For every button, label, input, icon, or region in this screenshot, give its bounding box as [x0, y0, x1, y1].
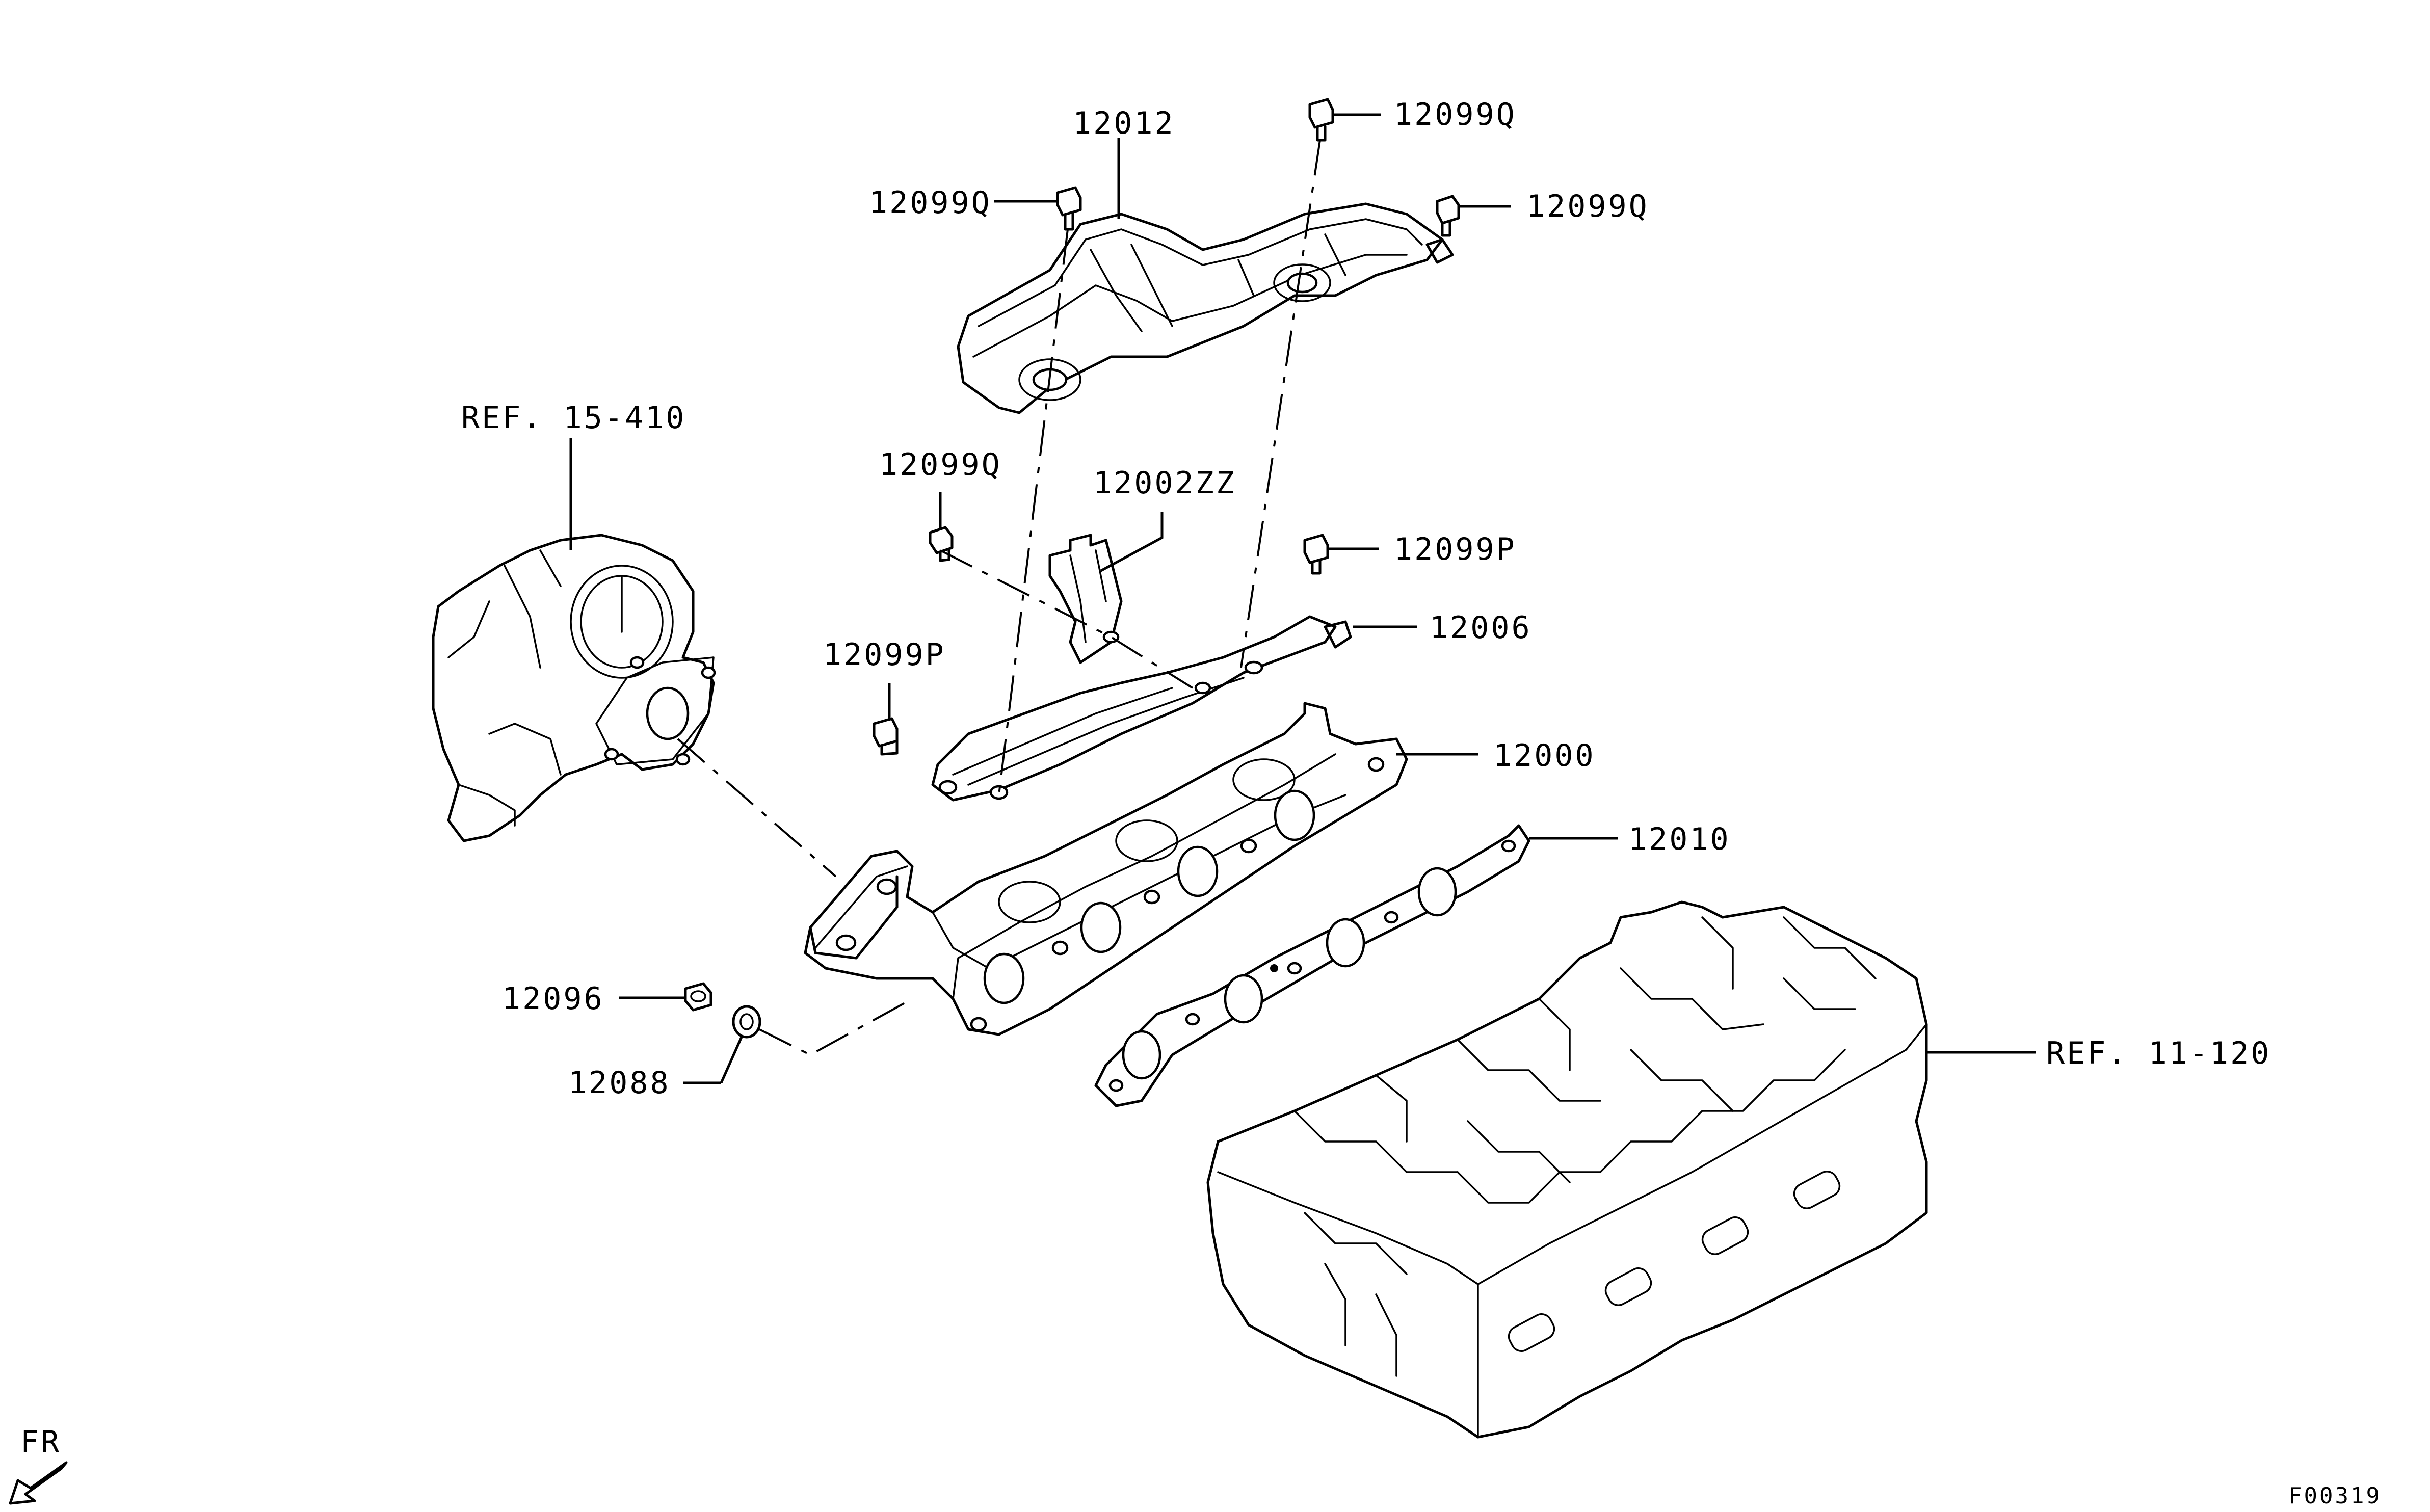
figure-code: F00319	[2288, 1483, 2382, 1509]
leader-lines	[569, 113, 2036, 1084]
exhaust-manifold-12000	[804, 702, 1408, 1036]
label-12099q-right: 12099Q	[1526, 189, 1649, 224]
bracket-12006	[931, 615, 1352, 802]
label-12099q-top: 12099Q	[1394, 97, 1517, 132]
gasket-12010	[1094, 824, 1530, 1107]
bracket-12002zz	[1048, 534, 1123, 664]
label-ref-turbocharger: REF. 15-410	[461, 400, 686, 436]
label-12099p-left: 12099P	[823, 637, 946, 673]
assembly-lines	[677, 140, 1321, 1056]
front-direction-label: FR	[20, 1424, 61, 1460]
nut-12096	[684, 982, 712, 1012]
label-12099q-left: 12099Q	[869, 185, 992, 221]
front-direction-arrow-icon	[9, 1461, 68, 1505]
bolt-12099q-top	[1308, 98, 1334, 142]
bolt-12099p-left	[873, 717, 899, 756]
label-12096: 12096	[502, 981, 604, 1017]
label-12002zz: 12002ZZ	[1093, 465, 1236, 501]
heat-shield-12012	[957, 202, 1454, 414]
label-12099q-mid: 12099Q	[879, 447, 1002, 483]
washer-12088	[732, 1005, 761, 1039]
bolt-12099q-right	[1436, 195, 1460, 237]
label-12099p-right: 12099P	[1394, 532, 1517, 567]
label-12088: 12088	[568, 1065, 671, 1101]
label-12000: 12000	[1493, 738, 1596, 774]
bolt-12099q-left	[1056, 186, 1082, 231]
bolt-12099p-right	[1303, 534, 1329, 575]
label-12006: 12006	[1430, 610, 1532, 646]
cylinder-head	[1206, 900, 1928, 1439]
turbocharger	[432, 534, 716, 842]
label-12012: 12012	[1073, 105, 1175, 141]
label-12010: 12010	[1628, 821, 1731, 857]
label-ref-cylinder-head: REF. 11-120	[2046, 1036, 2271, 1071]
